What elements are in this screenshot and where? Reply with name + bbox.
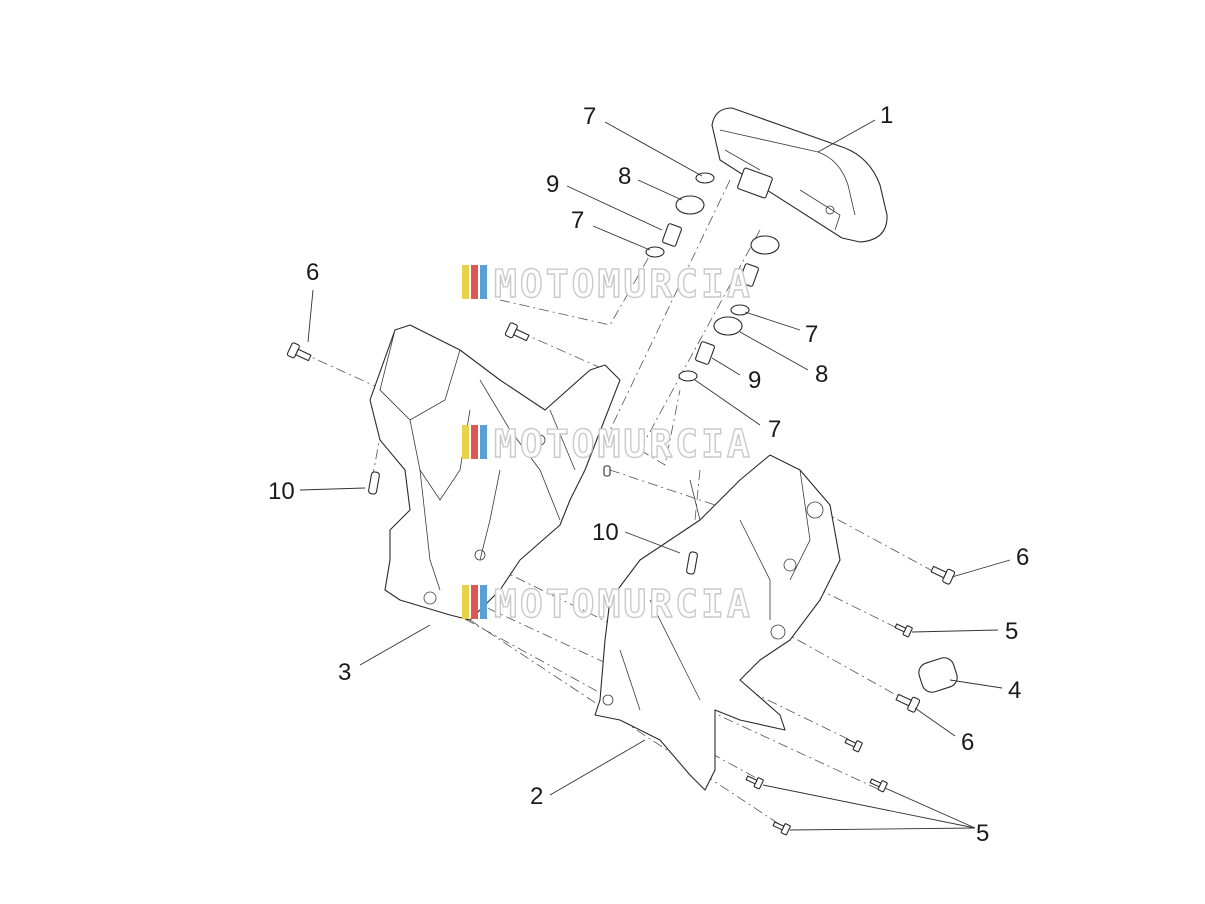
callout-labels: 1 2 3 4 5 5 6 6 6 7 7 7 7 8 8 9 9 10 10 xyxy=(268,102,1029,847)
watermark-stripe xyxy=(480,265,487,299)
callout-5: 5 xyxy=(1005,618,1018,645)
callout-3: 3 xyxy=(338,659,351,686)
watermark-stripe xyxy=(462,265,469,299)
watermark-stripe xyxy=(471,425,478,459)
rubber-dampers xyxy=(675,195,780,336)
callout-8: 8 xyxy=(618,163,631,190)
callout-10: 10 xyxy=(592,519,619,546)
watermark-stripe xyxy=(462,425,469,459)
callout-7: 7 xyxy=(768,416,781,443)
callout-6: 6 xyxy=(306,259,319,286)
callout-6: 6 xyxy=(961,729,974,756)
callout-10: 10 xyxy=(268,478,295,505)
callout-9: 9 xyxy=(748,367,761,394)
watermark-bottom: MOTOMURCIA xyxy=(462,581,753,627)
callout-7: 7 xyxy=(571,207,584,234)
callout-9: 9 xyxy=(546,171,559,198)
callout-8: 8 xyxy=(815,361,828,388)
watermark-text: MOTOMURCIA xyxy=(494,262,753,306)
left-inner-cover xyxy=(369,324,621,621)
callout-1: 1 xyxy=(880,102,893,129)
watermark-text: MOTOMURCIA xyxy=(494,422,753,466)
watermark-middle: MOTOMURCIA xyxy=(462,421,753,467)
watermark-top: MOTOMURCIA xyxy=(462,261,753,307)
watermark-stripe xyxy=(480,425,487,459)
watermark-text: MOTOMURCIA xyxy=(494,582,753,626)
callout-2: 2 xyxy=(530,783,543,810)
leader-lines xyxy=(299,119,1011,831)
watermark-stripe xyxy=(462,585,469,619)
callout-5: 5 xyxy=(976,820,989,847)
watermark-stripe xyxy=(480,585,487,619)
spacer-sleeves xyxy=(662,223,759,365)
callout-6: 6 xyxy=(1016,544,1029,571)
callout-7: 7 xyxy=(583,103,596,130)
cap-plug xyxy=(918,657,958,693)
watermark-stripe xyxy=(471,265,478,299)
right-outer-housing xyxy=(594,454,841,791)
instrument-cluster xyxy=(711,107,888,243)
callout-4: 4 xyxy=(1008,677,1021,704)
screws xyxy=(286,322,956,836)
washers xyxy=(645,172,750,382)
watermark-stripe xyxy=(471,585,478,619)
callout-7: 7 xyxy=(805,321,818,348)
